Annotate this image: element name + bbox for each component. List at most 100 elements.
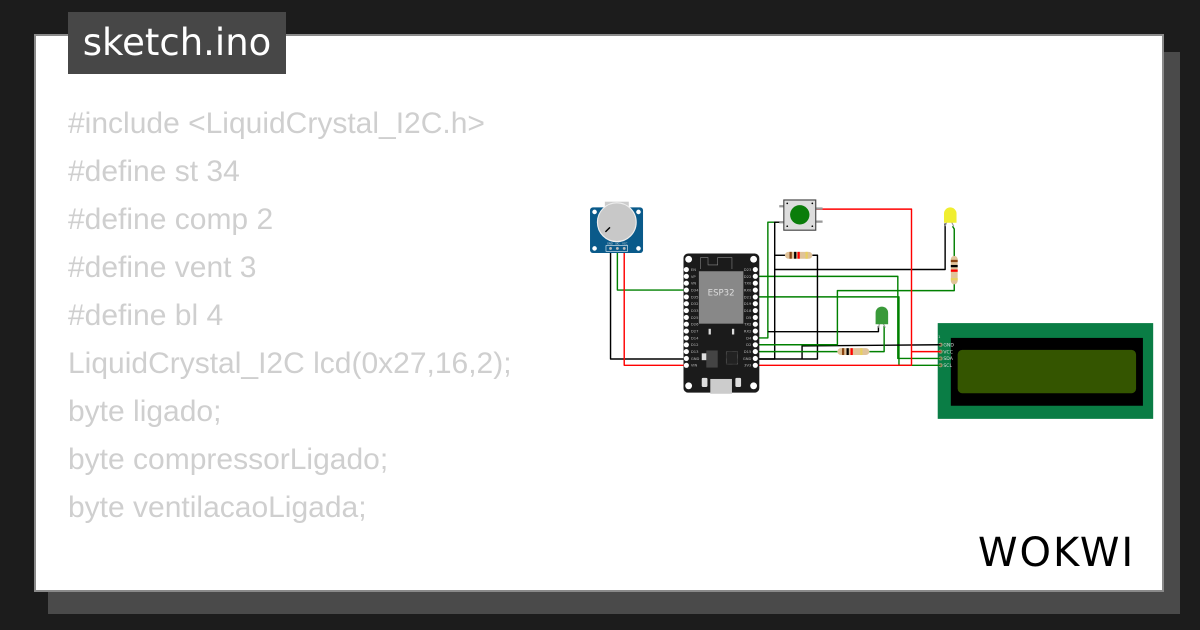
- lcd-pin-number: 1: [938, 335, 940, 339]
- green-led[interactable]: [875, 306, 889, 328]
- esp32-pin[interactable]: [683, 342, 689, 348]
- lcd-pin-label: GND: [943, 342, 954, 348]
- esp32-pin-label: D22: [744, 275, 752, 279]
- esp32-pin[interactable]: [752, 294, 758, 300]
- wire: [755, 275, 941, 360]
- push-button[interactable]: [779, 199, 823, 231]
- esp32-label: ESP32: [708, 289, 735, 299]
- esp32-pin[interactable]: [683, 362, 689, 368]
- esp32-pin[interactable]: [752, 342, 758, 348]
- esp32-pin[interactable]: [683, 280, 689, 286]
- esp32-pin-label: TX2: [743, 323, 751, 327]
- code-line: #include <LiquidCrystal_I2C.h>: [68, 107, 485, 140]
- esp32-pin-label: D19: [744, 302, 752, 306]
- esp32-pin[interactable]: [683, 355, 689, 362]
- wires: [609, 208, 955, 366]
- yellow-led[interactable]: [943, 207, 957, 227]
- esp32-pin-label: D2: [746, 343, 751, 347]
- esp32-pin[interactable]: [683, 287, 689, 293]
- esp32-board[interactable]: ESP32 ENVPVND34D35D32D33D25D26D27D14D12D…: [683, 253, 760, 394]
- esp32-pin[interactable]: [752, 280, 758, 286]
- esp32-pin[interactable]: [752, 355, 758, 362]
- wire: [951, 225, 955, 258]
- esp32-pin-label: D5: [746, 316, 752, 320]
- esp32-pin-label: VN: [691, 282, 697, 286]
- wire: [755, 221, 784, 339]
- wire: [755, 208, 913, 366]
- esp32-pin-label: D21: [744, 295, 752, 299]
- esp32-pin-label: D13: [691, 350, 699, 354]
- wire: [767, 325, 880, 333]
- pot-pin-label: GND: [607, 241, 613, 245]
- wire: [623, 247, 687, 366]
- sketch-filename: sketch.ino: [68, 12, 286, 74]
- esp32-pin-label: D18: [744, 309, 752, 313]
- wire: [609, 247, 687, 360]
- esp32-pin-label: D32: [691, 302, 699, 306]
- code-line: #define bl 4: [68, 299, 224, 332]
- esp32-pin[interactable]: [752, 307, 758, 314]
- esp32-pin[interactable]: [752, 362, 758, 368]
- wire: [755, 254, 819, 360]
- esp32-pin-label: D33: [691, 309, 699, 313]
- esp32-pin-label: 3V3: [744, 364, 752, 368]
- esp32-pin[interactable]: [752, 273, 758, 279]
- esp32-pin-label: D4: [746, 336, 752, 340]
- esp32-pin[interactable]: [683, 321, 689, 327]
- esp32-pin-label: VP: [691, 275, 697, 279]
- wire: [616, 247, 687, 291]
- esp32-pin[interactable]: [683, 294, 689, 300]
- potentiometer[interactable]: GND SIG VCC: [590, 201, 644, 253]
- wire: [869, 325, 885, 353]
- wire: [774, 223, 946, 271]
- wokwi-logo[interactable]: WOKWI: [978, 530, 1135, 576]
- esp32-pin[interactable]: [683, 307, 689, 314]
- esp32-pin[interactable]: [683, 335, 689, 341]
- esp32-pin[interactable]: [683, 301, 689, 307]
- wire: [755, 283, 955, 346]
- esp32-pin[interactable]: [752, 314, 758, 320]
- code-line: byte compressorLigado;: [68, 443, 389, 476]
- esp32-pin[interactable]: [752, 349, 758, 355]
- esp32-pin-label: VIN: [691, 364, 698, 368]
- esp32-pin[interactable]: [683, 273, 689, 279]
- code-line: #define vent 3: [68, 251, 257, 284]
- circuit-group: 1 GND VCC SDA SCL: [590, 199, 1154, 419]
- lcd-display[interactable]: 1 GND VCC SDA SCL: [937, 323, 1154, 419]
- esp32-pin[interactable]: [752, 328, 758, 334]
- pot-pin-label: SIG: [615, 241, 619, 245]
- esp32-pin[interactable]: [752, 287, 758, 293]
- esp32-pin[interactable]: [752, 335, 758, 341]
- esp32-pin[interactable]: [683, 266, 689, 273]
- lcd-pin-label: SDA: [943, 356, 953, 362]
- esp32-pin-label: D23: [744, 268, 752, 272]
- esp32-pin-label: RX2: [744, 330, 751, 334]
- esp32-pin[interactable]: [752, 266, 758, 273]
- esp32-pin-label: TX0: [743, 282, 752, 286]
- esp32-pin[interactable]: [683, 328, 689, 334]
- esp32-pin-label: D26: [691, 323, 699, 327]
- knob-indicator[interactable]: [604, 226, 611, 233]
- esp32-pin-label: RX0: [744, 288, 752, 292]
- lcd-pin-label: SCL: [943, 363, 952, 369]
- esp32-pin[interactable]: [752, 321, 758, 327]
- esp32-pin-label: D34: [691, 288, 699, 292]
- resistor[interactable]: [950, 255, 958, 285]
- wire: [755, 296, 941, 366]
- esp32-pin[interactable]: [752, 301, 758, 307]
- esp32-pin-label: D27: [691, 330, 699, 334]
- esp32-pin-label: GND: [691, 357, 700, 361]
- esp32-pin-label: D35: [691, 295, 699, 299]
- preview-card: [34, 34, 1164, 592]
- resistor[interactable]: [837, 348, 870, 356]
- wire: [801, 344, 941, 360]
- pot-pin-label: VCC: [622, 241, 628, 245]
- code-line: #define st 34: [68, 155, 240, 188]
- esp32-pin-label: EN: [691, 268, 696, 272]
- esp32-pin[interactable]: [683, 349, 689, 355]
- code-line: LiquidCrystal_I2C lcd(0x27,16,2);: [68, 347, 512, 380]
- resistor[interactable]: [784, 251, 813, 259]
- esp32-pin[interactable]: [683, 314, 689, 320]
- code-line: byte ligado;: [68, 395, 222, 428]
